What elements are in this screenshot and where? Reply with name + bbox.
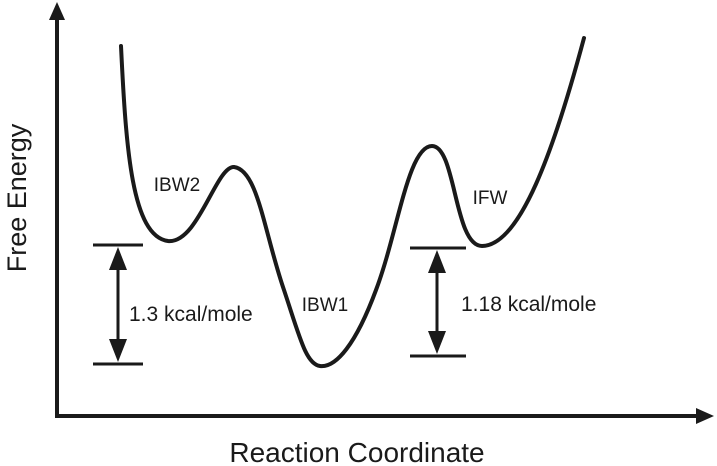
x-axis-label: Reaction Coordinate <box>229 437 484 466</box>
left-energy-gap-label: 1.3 kcal/mole <box>129 303 253 326</box>
right-energy-gap-bracket <box>410 246 466 358</box>
left-gap-arrowhead-up <box>109 247 127 270</box>
left-energy-gap-bracket <box>93 243 143 366</box>
state-label-ibw2: IBW2 <box>154 175 200 196</box>
y-axis-arrow <box>49 2 65 20</box>
state-label-ibw1: IBW1 <box>302 295 348 316</box>
y-axis-label: Free Energy <box>2 123 32 272</box>
x-axis-arrow <box>696 408 714 424</box>
right-gap-arrowhead-up <box>428 250 446 273</box>
right-gap-arrowhead-down <box>428 331 446 354</box>
left-gap-arrowhead-down <box>109 339 127 362</box>
right-energy-gap-label: 1.18 kcal/mole <box>461 293 596 316</box>
free-energy-curve <box>119 36 586 369</box>
state-label-ifw: IFW <box>473 188 508 209</box>
